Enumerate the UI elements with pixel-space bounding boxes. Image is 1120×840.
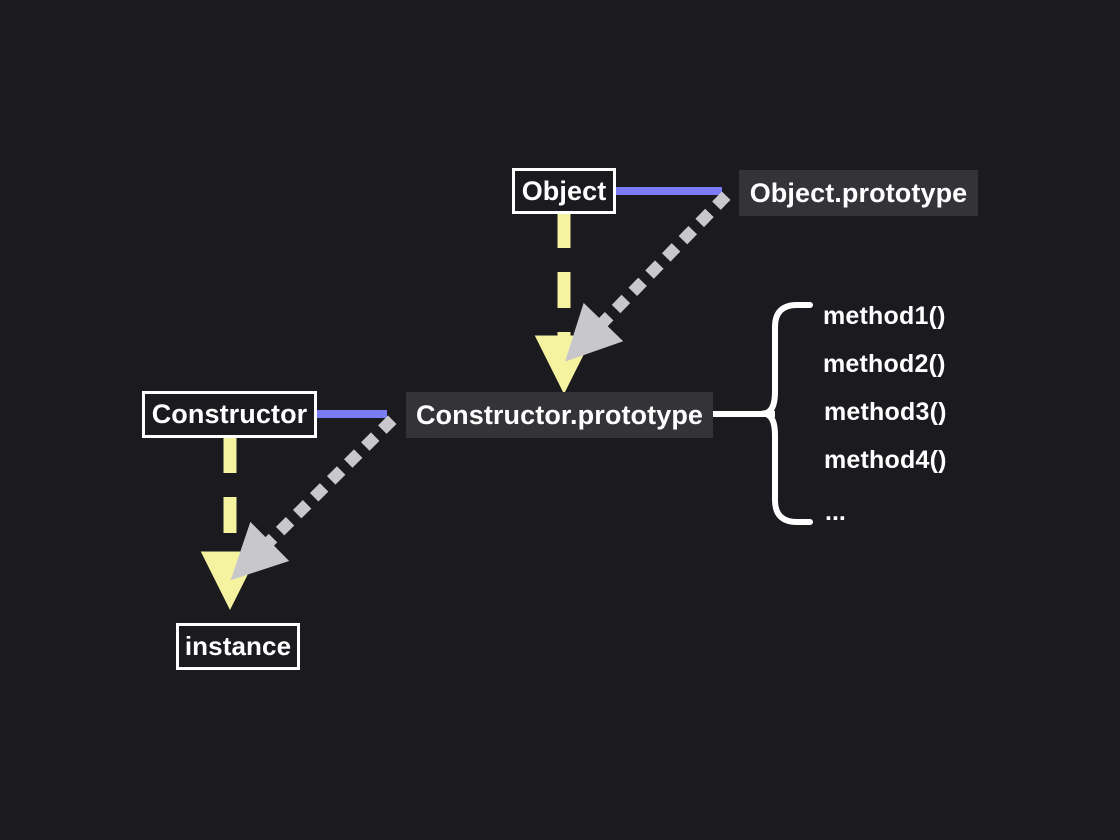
node-object-prototype[interactable]: Object.prototype <box>739 170 978 216</box>
edge-group <box>200 187 775 610</box>
method-label: method2() <box>823 350 946 378</box>
node-object[interactable]: Object <box>512 168 616 214</box>
constructor-prototype-chain <box>230 415 397 581</box>
node-instance-label: instance <box>184 631 292 661</box>
methods-ellipsis: ... <box>825 498 846 526</box>
node-object-prototype-label: Object.prototype <box>749 177 968 208</box>
method-label: method1() <box>823 302 946 330</box>
node-constructor-label: Constructor <box>151 399 308 429</box>
node-constructor-prototype[interactable]: Constructor.prototype <box>406 392 713 438</box>
method-label: method4() <box>824 446 947 474</box>
node-constructor[interactable]: Constructor <box>142 391 317 438</box>
brace-group <box>760 302 813 525</box>
node-constructor-prototype-label: Constructor.prototype <box>415 399 704 430</box>
object-prototype-chain <box>565 191 731 362</box>
node-object-label: Object <box>521 175 607 206</box>
node-instance[interactable]: instance <box>176 623 300 670</box>
methods-brace <box>760 302 813 525</box>
method-label: method3() <box>824 398 947 426</box>
